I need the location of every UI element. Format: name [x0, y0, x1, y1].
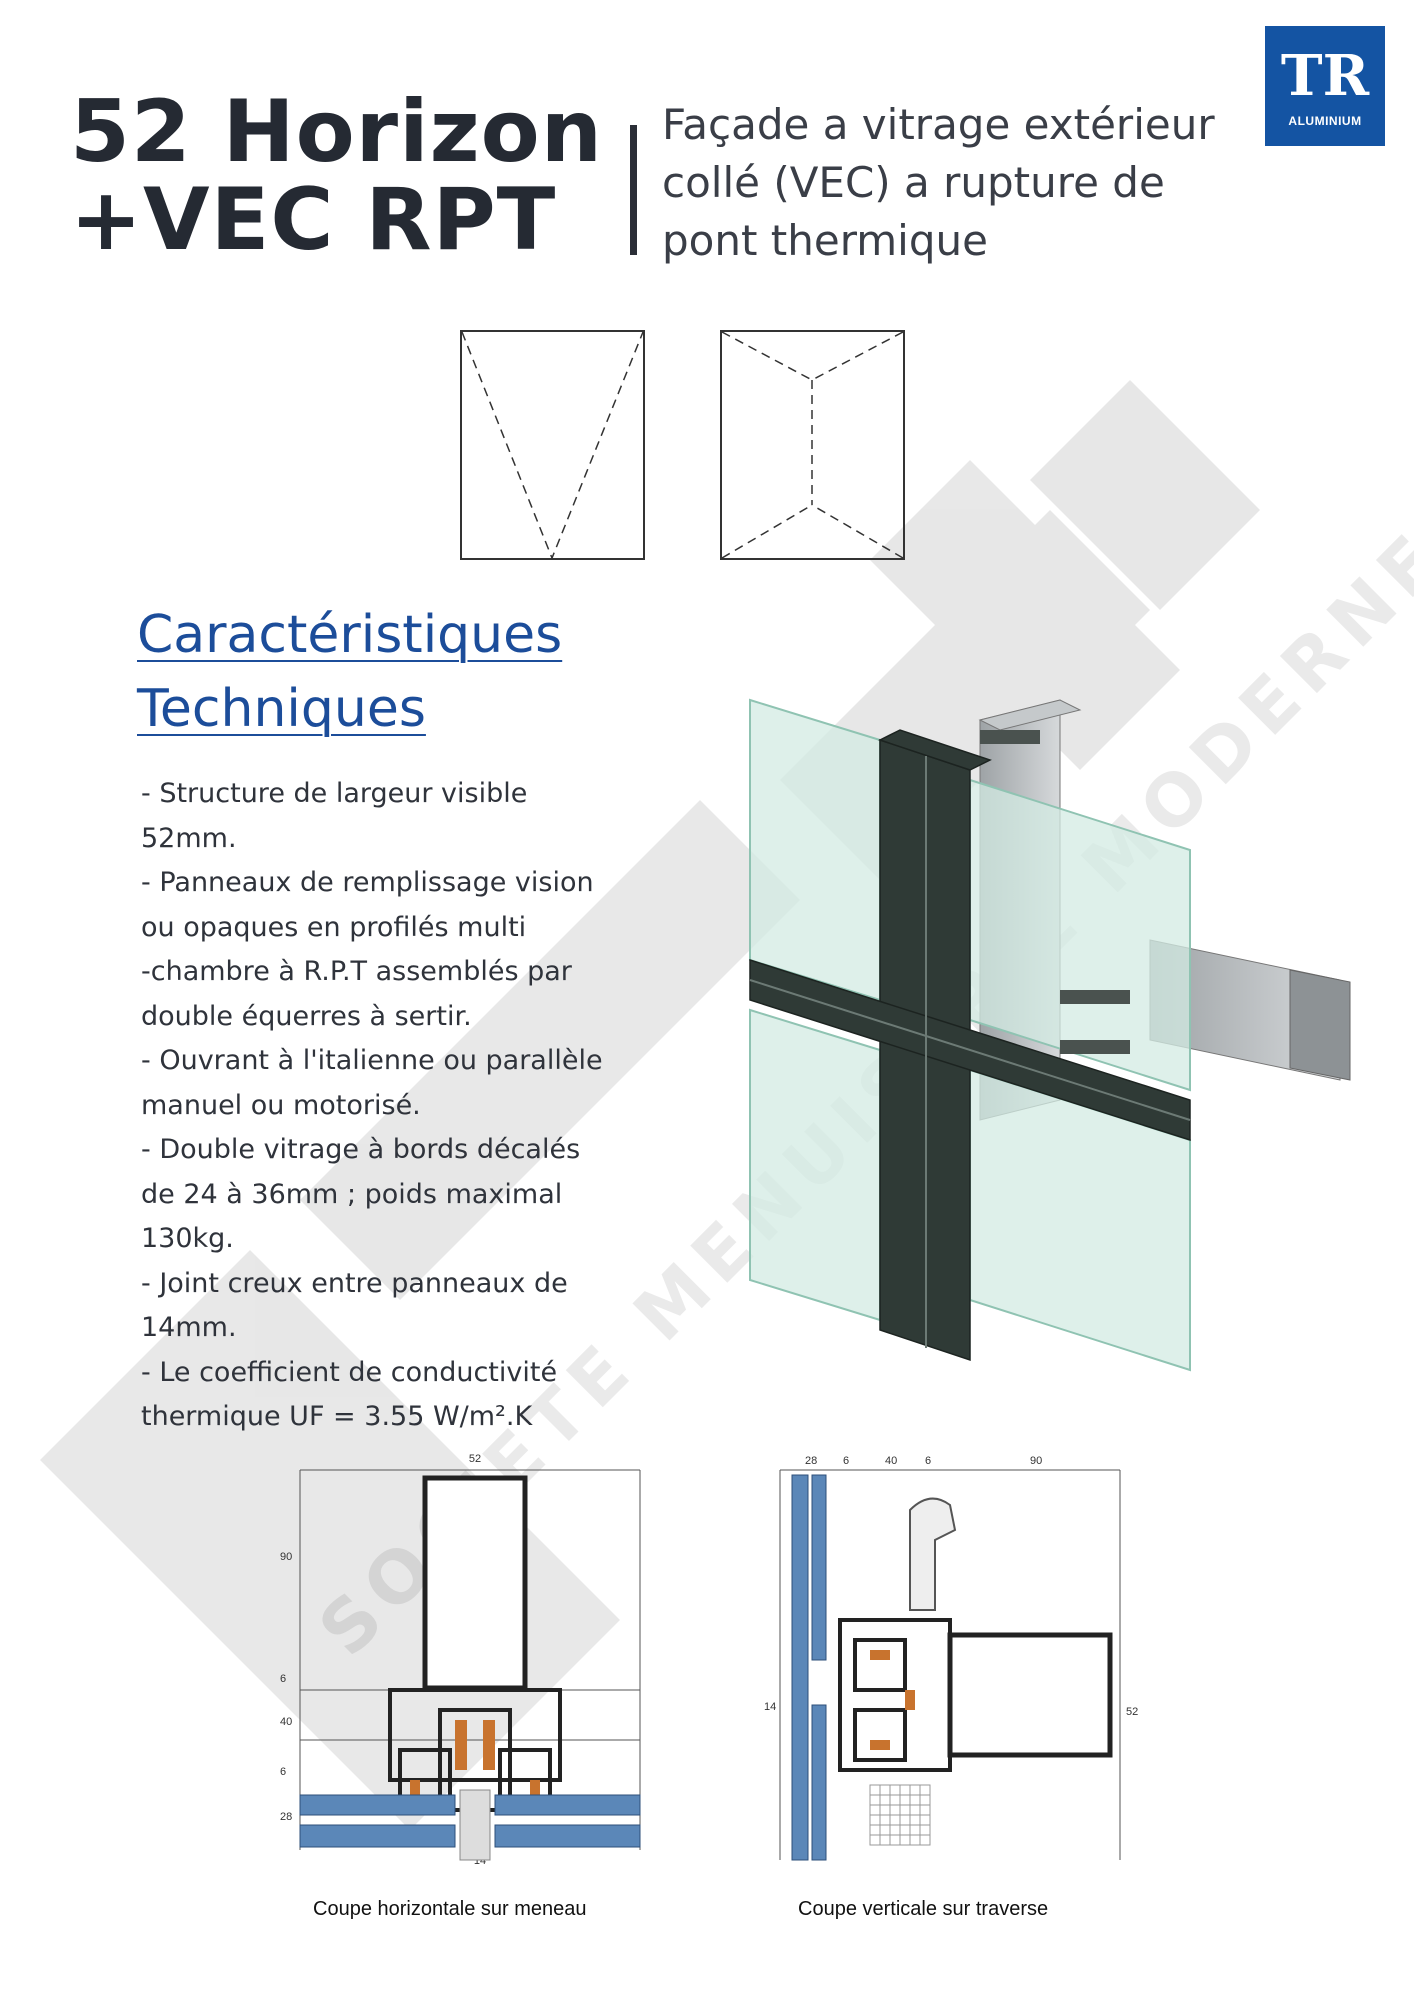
feature-line: - Structure de largeur visible	[141, 778, 528, 809]
dim-top-2: 6	[843, 1455, 849, 1467]
feature-line: 14mm.	[141, 1312, 237, 1343]
logo-mark: TR	[1280, 43, 1370, 109]
feature-line: 52mm.	[141, 822, 237, 854]
dim-top-3: 40	[885, 1455, 897, 1467]
caption-horizontal-section: Coupe horizontale sur meneau	[313, 1898, 587, 1920]
feature-line: 130kg.	[141, 1223, 234, 1254]
feature-line: - Double vitrage à bords décalés	[141, 1134, 581, 1165]
subtitle-line-3: pont thermique	[662, 216, 988, 265]
dim-top-4: 6	[925, 1455, 931, 1467]
logo-text: ALUMINIUM	[1288, 114, 1362, 128]
facade-3d-illustration	[749, 698, 1351, 1372]
heading-line-2: Techniques	[137, 679, 426, 739]
dim-top-1: 28	[805, 1455, 817, 1467]
page-title: 52 Horizon +VEC RPT	[70, 82, 603, 270]
section-drawing-vertical: 28 6 40 6 90 14 52	[764, 1455, 1138, 1861]
features-list: - Structure de largeur visible 52mm. - Pan…	[141, 772, 681, 1440]
dim-left-3: 40	[280, 1716, 292, 1728]
dim-left-2: 6	[280, 1673, 286, 1685]
feature-line: - Le coefficient de conductivité	[141, 1356, 558, 1388]
feature-line: -chambre à R.P.T assemblés par	[141, 956, 572, 987]
section-heading: Caractéristiques Techniques	[137, 598, 697, 746]
caption-vertical-section: Coupe verticale sur traverse	[798, 1898, 1049, 1920]
dim-left-1: 90	[280, 1551, 292, 1563]
dim-left: 14	[764, 1701, 776, 1713]
brand-logo: TR ALUMINIUM	[1265, 26, 1385, 146]
feature-line: thermique UF = 3.55 W/m².K	[141, 1401, 533, 1432]
feature-line: - Panneaux de remplissage vision	[141, 867, 594, 898]
header-divider	[630, 125, 637, 255]
feature-line: ou opaques en profilés multi	[141, 911, 527, 943]
subtitle-line-2: collé (VEC) a rupture de	[662, 158, 1165, 207]
dim-top: 52	[469, 1453, 481, 1465]
feature-line: double équerres à sertir.	[141, 1000, 472, 1032]
dim-left-4: 6	[280, 1766, 286, 1778]
opening-diagram-parallel	[720, 330, 905, 560]
feature-line: - Joint creux entre panneaux de	[141, 1267, 568, 1299]
dim-right: 52	[1126, 1706, 1138, 1718]
dim-top-5: 90	[1030, 1455, 1042, 1467]
feature-line: - Ouvrant à l'italienne ou parallèle	[141, 1045, 603, 1076]
dim-left-5: 28	[280, 1811, 292, 1823]
subtitle-line-1: Façade a vitrage extérieur	[662, 100, 1215, 149]
heading-line-1: Caractéristiques	[137, 605, 563, 665]
opening-diagram-italian	[460, 330, 645, 560]
title-line-2: +VEC RPT	[70, 170, 557, 270]
feature-line: manuel ou motorisé.	[141, 1089, 421, 1121]
page-subtitle: Façade a vitrage extérieur collé (VEC) a…	[662, 96, 1272, 270]
section-drawing-horizontal: 52 90 6 40 6 28 14	[280, 1453, 641, 1867]
title-line-1: 52 Horizon	[70, 82, 603, 182]
feature-line: de 24 à 36mm ; poids maximal	[141, 1178, 563, 1210]
